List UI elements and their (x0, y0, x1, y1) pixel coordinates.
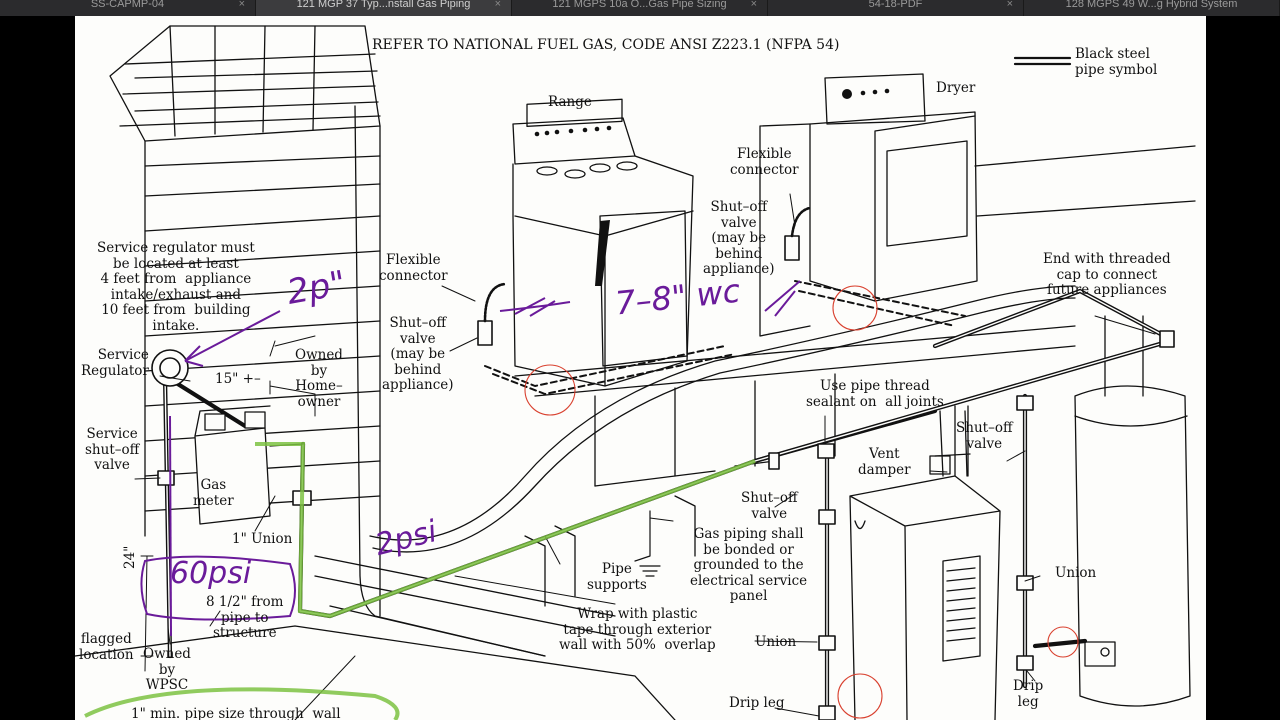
owned-by-homeowner-label: Owned by Home– owner (295, 347, 343, 410)
floor-joists (514, 325, 1076, 487)
one-inch-union-label: 1" Union (232, 531, 293, 547)
close-icon[interactable]: × (238, 0, 245, 10)
min-pipe-size-label: 1" min. pipe size through wall (131, 706, 341, 720)
range-shutoff-label: Shut–off valve (may be behind appliance) (382, 315, 454, 393)
tab-hybrid-system[interactable]: 128 MGPS 49 W...g Hybrid System (1024, 0, 1280, 16)
service-shutoff-label: Service shut–off valve (85, 426, 140, 473)
water-heater (1074, 315, 1191, 707)
foundation (75, 495, 696, 720)
end-cap-label: End with threaded cap to connect future … (1043, 251, 1171, 298)
wrap-tape-label: Wrap with plastic tape through exterior … (559, 606, 716, 653)
flagged-location-label: flagged location (79, 631, 134, 663)
ground-symbol (634, 510, 661, 577)
tab-label: 54-18-PDF (868, 0, 923, 10)
tab-ss-capmp[interactable]: SS-CAPMP-04 × (0, 0, 256, 16)
green-highlight (84, 442, 756, 720)
red-circles (524, 285, 1079, 719)
annotation-60psi: 60psi (170, 556, 252, 591)
eight-half-inch-label: 8 1/2" from pipe to structure (206, 594, 284, 641)
tab-label: 128 MGPS 49 W...g Hybrid System (1065, 0, 1238, 10)
gas-piping-diagram: REFER TO NATIONAL FUEL GAS, CODE ANSI Z2… (75, 16, 1206, 720)
close-icon[interactable]: × (1006, 0, 1013, 10)
dryer-vent-duct (369, 285, 1076, 553)
purple-markup (140, 280, 801, 637)
tab-gas-pipe-sizing[interactable]: 121 MGPS 10a O...Gas Pipe Sizing × (512, 0, 768, 16)
tab-install-gas-piping[interactable]: 121 MGP 37 Typ...nstall Gas Piping × (256, 0, 512, 16)
right-shutoff-label: Shut–off valve (956, 420, 1013, 452)
diagram-drawing (75, 25, 1196, 720)
pipe-thread-sealant-label: Use pipe thread sealant on all joints (806, 378, 944, 410)
furnace (849, 410, 1001, 720)
range-flex-connector-label: Flexible connector (379, 252, 448, 284)
service-regulator-note: Service regulator must be located at lea… (97, 240, 255, 334)
right-union-label: Union (1055, 565, 1097, 581)
fifteen-inch-label: 15" +– (215, 371, 261, 387)
pipe-supports-label: Pipe supports (587, 561, 647, 593)
gas-meter-label: Gas meter (193, 477, 234, 509)
left-gutter (0, 16, 75, 720)
dryer-appliance (759, 73, 1196, 337)
service-regulator-label: Service Regulator (81, 347, 149, 379)
leader-lines (134, 193, 1156, 720)
range-knobs (534, 125, 612, 286)
bottom-union-label: Union (755, 634, 797, 650)
close-icon[interactable]: × (494, 0, 501, 10)
tab-54-18-pdf[interactable]: 54-18-PDF × (768, 0, 1024, 16)
right-drip-leg-label: Drip leg (1013, 678, 1044, 710)
vent-damper-label: Vent damper (858, 446, 911, 478)
tab-label: 121 MGP 37 Typ...nstall Gas Piping (296, 0, 471, 10)
owned-by-wpsc-label: Owned by WPSC (143, 646, 191, 693)
bonding-note-label: Gas piping shall be bonded or grounded t… (690, 526, 808, 604)
right-gutter (1206, 16, 1280, 720)
legend-symbol (1013, 56, 1072, 66)
pipe-fittings (151, 235, 1175, 720)
house-roof (109, 25, 381, 142)
drip-leg-label: Drip leg (729, 695, 785, 711)
dryer-label: Dryer (936, 80, 976, 96)
mid-shutoff-label: Shut–off valve (741, 490, 798, 522)
legend-label: Black steel pipe symbol (1075, 46, 1158, 78)
diagram-header: REFER TO NATIONAL FUEL GAS, CODE ANSI Z2… (372, 37, 840, 53)
close-icon[interactable]: × (750, 0, 757, 10)
dryer-shutoff-label: Shut–off valve (may be behind appliance) (703, 199, 775, 277)
range-label: Range (548, 94, 592, 110)
dimension-24-label: 24" (122, 545, 138, 569)
tab-label: 121 MGPS 10a O...Gas Pipe Sizing (552, 0, 727, 10)
dryer-flex-connector-label: Flexible connector (730, 146, 799, 178)
tab-bar: SS-CAPMP-04 × 121 MGP 37 Typ...nstall Gas… (0, 0, 1280, 16)
vent-pipe (954, 405, 969, 477)
tab-label: SS-CAPMP-04 (90, 0, 165, 10)
dryer-knobs (842, 88, 890, 99)
flexible-connectors (483, 206, 812, 323)
